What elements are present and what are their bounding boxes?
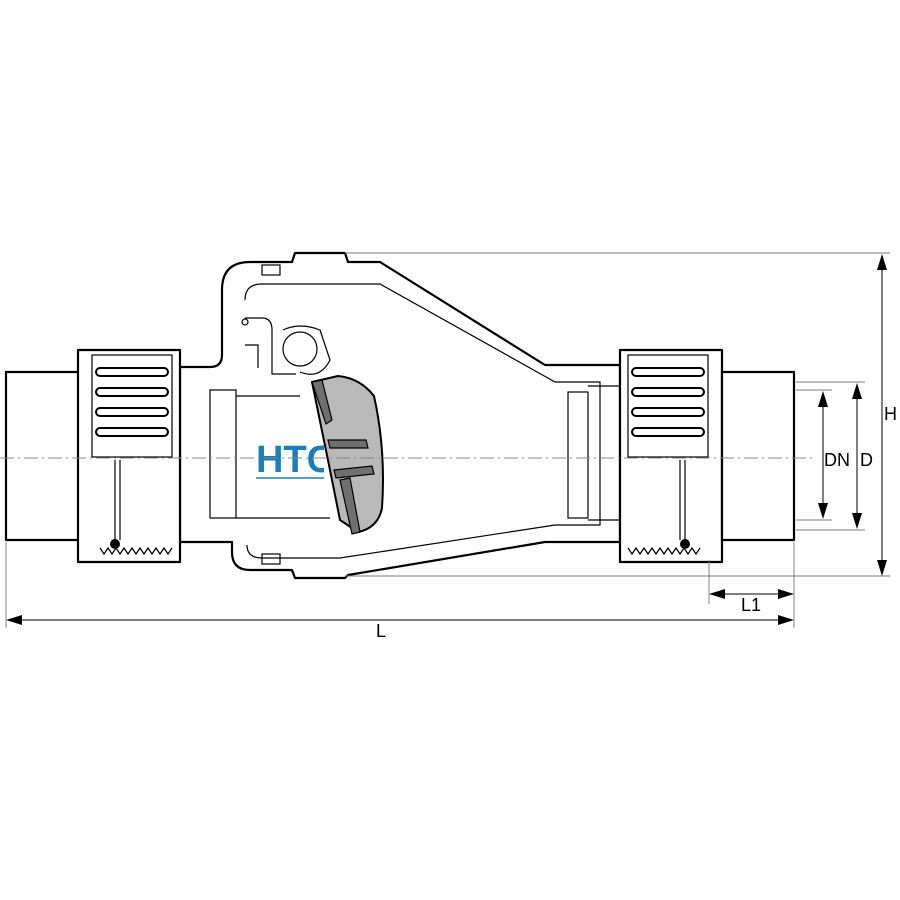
- dimension-l1-label: L1: [741, 595, 761, 615]
- right-o-ring: [680, 539, 690, 549]
- valve-body: [178, 251, 622, 580]
- right-pipe-socket: [720, 370, 796, 542]
- dimension-d: D: [852, 383, 873, 529]
- dimension-h: H: [877, 254, 897, 576]
- left-o-ring: [110, 539, 120, 549]
- dimension-l: L: [6, 615, 794, 641]
- dimension-l-label: L: [376, 621, 386, 641]
- dimension-l1: L1: [709, 589, 794, 615]
- dimension-dn-label: DN: [824, 450, 850, 470]
- dimension-d-label: D: [860, 450, 873, 470]
- extension-lines: [5, 252, 890, 628]
- left-union-nut: [76, 348, 182, 564]
- dimension-dn: DN: [818, 391, 850, 519]
- htc-logo: HTC: [256, 439, 334, 481]
- left-pipe-socket: [4, 370, 84, 542]
- svg-text:HTC: HTC: [256, 439, 334, 481]
- right-union-nut: [618, 348, 724, 564]
- dimension-h-label: H: [884, 404, 897, 424]
- swing-flap: [311, 375, 384, 535]
